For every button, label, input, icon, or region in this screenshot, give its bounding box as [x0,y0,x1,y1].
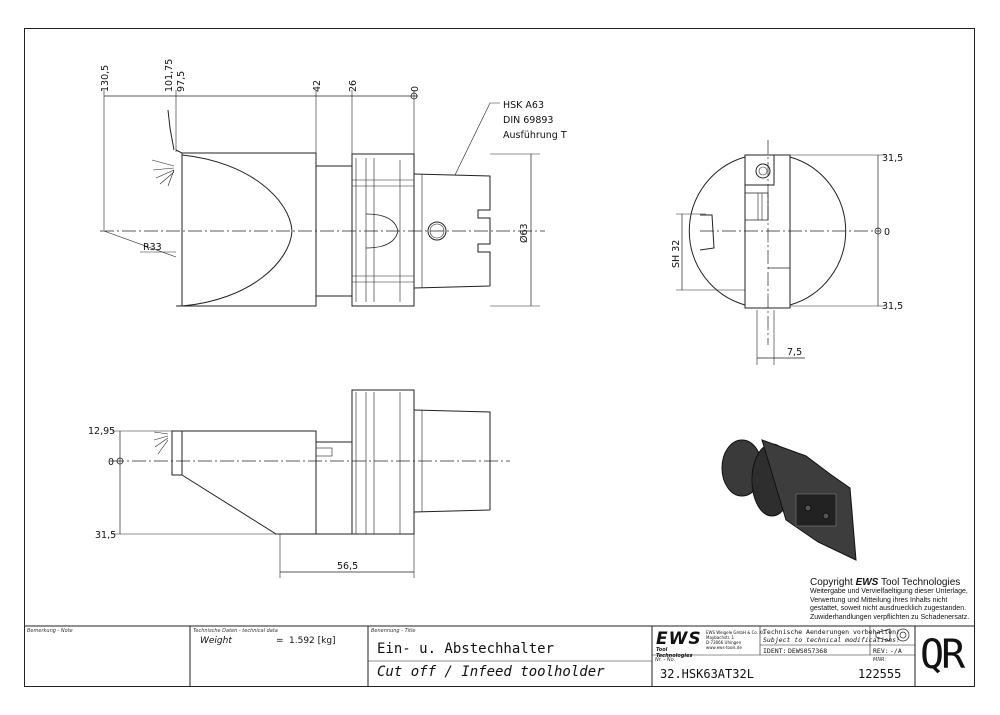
title-german: Ein- u. Abstechhalter [377,641,555,657]
ident-value: DEWS057368 [788,647,828,655]
hsk-callout-3: Ausführung T [503,130,567,141]
nr-value: 32.HSK63AT32L [660,667,754,681]
title-block-lines [24,625,975,687]
weight-label: Weight [200,636,232,646]
side-dim-bottom: 31,5 [882,301,903,312]
copyright-prefix: Copyright [810,577,856,588]
note-label: Bemerkung - Note [27,628,73,634]
copyright-line: Weitergabe und Vervielfaeltigung dieser … [810,588,968,595]
ident-label: IDENT: [763,647,787,655]
diameter-label: Ø63 [519,223,530,243]
tech-label: Technische Daten - technical data [193,628,278,634]
side-view [676,140,885,365]
title-label: Benennung - Title [371,628,416,634]
logo-subtitle: Tool Technologies [656,647,693,659]
side-dim-top: 31,5 [882,153,903,164]
dim-101-75: 101,75 [164,59,175,92]
weight-value: 1.592 [kg] [289,636,336,646]
top-dim-31-5: 31,5 [95,530,116,541]
projection-circle-icon [896,628,910,642]
copyright-line: Verwertung und Mitteilung ihres Inhalts … [810,596,948,604]
top-dim-zero: 0 [108,457,114,468]
top-length-label: 56,5 [337,561,358,572]
logo-text: EWS [656,629,702,649]
nr-label: Nr. - No. [655,657,676,663]
projection-cone-icon [875,628,891,642]
radius-label: R33 [143,242,162,253]
top-dim-12-95: 12,95 [88,426,115,437]
sh-label: SH 32 [671,240,682,268]
weight-eq: = [276,636,284,646]
copyright-suffix: Tool Technologies [878,577,961,588]
hsk-callout-2: DIN 69893 [503,115,553,126]
mnr-value: 122555 [858,667,902,681]
front-view [100,90,545,307]
company-line: EWS Weigele GmbH & Co. KG [706,630,766,635]
rev-label: REV: [873,647,889,655]
copyright-line: Zuwiderhandlungen verpflichten zu Schade… [810,613,970,621]
dim-130-5: 130,5 [100,65,111,92]
copyright-line: gestattet, soweit nicht ausdruecklich zu… [810,605,967,612]
tool-3d-view [721,439,857,561]
hsk-callout-1: HSK A63 [503,100,544,111]
drawing-frame [24,28,975,687]
company-line: D-73066 Uhingen [706,640,742,645]
dim-0-top: 0 [410,86,421,92]
company-address: EWS Weigele GmbH & Co. KG Maybachstr. 1 … [706,630,765,650]
top-view [110,389,510,578]
side-width-label: 7,5 [787,347,802,358]
company-line: www.ews-tools.de [706,645,742,650]
copyright-notice: Copyright EWS Tool Technologies Weiterga… [810,577,969,622]
ews-logo: EWS Tool Technologies [656,629,704,660]
title-english: Cut off / Infeed toolholder [377,664,605,680]
change-notice-de: Technische Aenderungen vorbehalten! [763,628,900,636]
side-dim-zero: 0 [884,227,890,238]
dim-97-5: 97,5 [176,71,187,92]
change-notice-en: Subject to technical modifications! [763,636,900,644]
copyright-brand: EWS [855,577,879,588]
rev-value: -/A [890,647,902,655]
dim-42: 42 [312,80,323,92]
qr-label: QR [920,632,965,678]
dim-26: 26 [348,80,359,92]
company-line: Maybachstr. 1 [706,635,735,640]
mnr-label: MNR: [873,657,887,663]
